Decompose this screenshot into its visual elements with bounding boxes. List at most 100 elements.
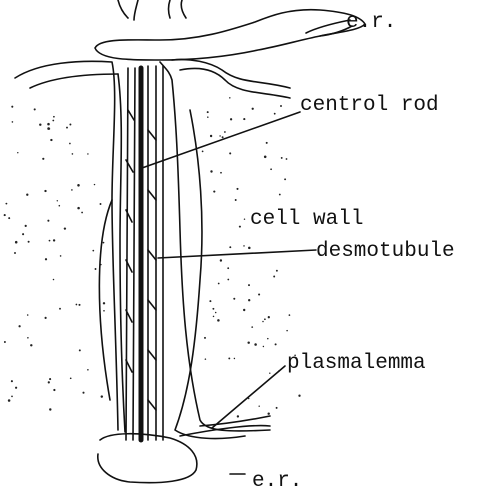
stipple-dot (66, 127, 68, 129)
stipple-dot (228, 357, 230, 359)
stipple-dot (103, 242, 105, 244)
stipple-dot (248, 284, 250, 286)
stipple-dot (264, 156, 267, 159)
stipple-dot (229, 152, 231, 154)
stipple-dot (53, 116, 55, 118)
stipple-dot (11, 106, 13, 108)
stipple-dot (72, 153, 74, 155)
stipple-dot (243, 245, 245, 247)
stipple-dot (248, 299, 250, 301)
stipple-dot (30, 344, 32, 346)
stipple-dot (220, 172, 222, 174)
stipple-dot (26, 194, 28, 196)
stipple-dot (44, 190, 46, 192)
stipple-dot (71, 189, 73, 191)
stipple-dot (210, 170, 212, 172)
stipple-dot (87, 369, 89, 371)
stipple-dot (263, 346, 264, 347)
stipple-dot (275, 343, 277, 345)
stipple-dot (236, 188, 238, 190)
stipple-dot (22, 233, 24, 235)
stipple-dot (101, 395, 103, 397)
stipple-dot (45, 258, 47, 260)
stipple-dot (25, 225, 27, 227)
label-er-top: e.r. (346, 11, 396, 34)
stipple-dot (81, 212, 83, 214)
stipple-dot (229, 97, 230, 98)
stipple-dot (273, 276, 275, 278)
stipple-dot (17, 152, 18, 153)
stipple-dot (14, 252, 16, 254)
stipple-dot (53, 239, 55, 241)
stipple-dot (4, 341, 6, 343)
stipple-dot (251, 326, 253, 328)
leader-desmotubule (158, 250, 316, 258)
label-desmotubule: desmotubule (316, 240, 455, 263)
stipple-dot (49, 240, 51, 242)
stipple-dot (69, 124, 71, 126)
stipple-dot (213, 316, 215, 318)
stipple-dot (209, 300, 211, 302)
stipple-dot (59, 308, 61, 310)
stipple-dot (227, 279, 229, 281)
stipple-dot (252, 108, 254, 110)
label-plasmalemma: plasmalemma (287, 352, 426, 375)
stipple-dot (215, 312, 217, 314)
stipple-dot (78, 304, 80, 306)
stipple-dot (103, 310, 105, 312)
stipple-dot (233, 298, 235, 300)
stipple-dot (234, 358, 235, 359)
stipple-dot (34, 108, 36, 110)
stipple-dot (18, 325, 20, 327)
stipple-dot (218, 283, 220, 285)
stipple-dot (205, 358, 207, 360)
stipple-dot (15, 241, 18, 244)
stipple-dot (49, 408, 51, 410)
stipple-dot (76, 304, 78, 306)
stipple-dot (53, 389, 55, 391)
stipple-dot (212, 308, 214, 310)
stipple-dot (12, 121, 14, 123)
stipple-dot (267, 412, 269, 414)
stipple-dot (254, 343, 257, 346)
stipple-dot (237, 415, 239, 417)
stipple-dot (92, 250, 94, 252)
stipple-dot (49, 378, 51, 380)
stipple-dot (59, 205, 61, 207)
stipple-dot (204, 337, 206, 339)
stipple-dot (47, 127, 50, 130)
stipple-dot (47, 123, 50, 126)
stipple-dot (270, 168, 272, 170)
stipple-dot (11, 380, 13, 382)
stipple-dot (210, 135, 212, 137)
stipple-dot (280, 105, 282, 107)
stipple-dot (279, 194, 281, 196)
stipple-dot (11, 396, 13, 398)
stipple-dot (224, 131, 226, 133)
stipple-dot (266, 142, 268, 144)
stipple-dot (100, 203, 102, 205)
stipple-dot (28, 241, 30, 243)
stipple-dot (27, 314, 29, 316)
stipple-dot (95, 268, 97, 270)
stipple-dot (15, 387, 17, 389)
er-fragment-top (118, 0, 186, 20)
stipple-dot (5, 203, 7, 205)
stipple-dot (64, 227, 66, 229)
stipple-dot (281, 157, 283, 159)
label-er-bottom: e.r. (252, 470, 302, 490)
stipple-dot (45, 317, 47, 319)
stipple-dot (298, 395, 300, 397)
stipple-dot (258, 293, 260, 295)
stipple-dot (243, 309, 245, 311)
stipple-dot (289, 314, 291, 316)
label-central-rod: centrol rod (300, 94, 439, 117)
stipple-dot (48, 381, 50, 383)
pore-walls (126, 66, 163, 440)
stipple-dot (8, 217, 10, 219)
stipple-dot (286, 330, 288, 332)
stipple-dot (247, 341, 249, 343)
stipple-dot (39, 123, 41, 125)
stipple-dot (207, 116, 209, 118)
stipple-dot (219, 135, 220, 136)
